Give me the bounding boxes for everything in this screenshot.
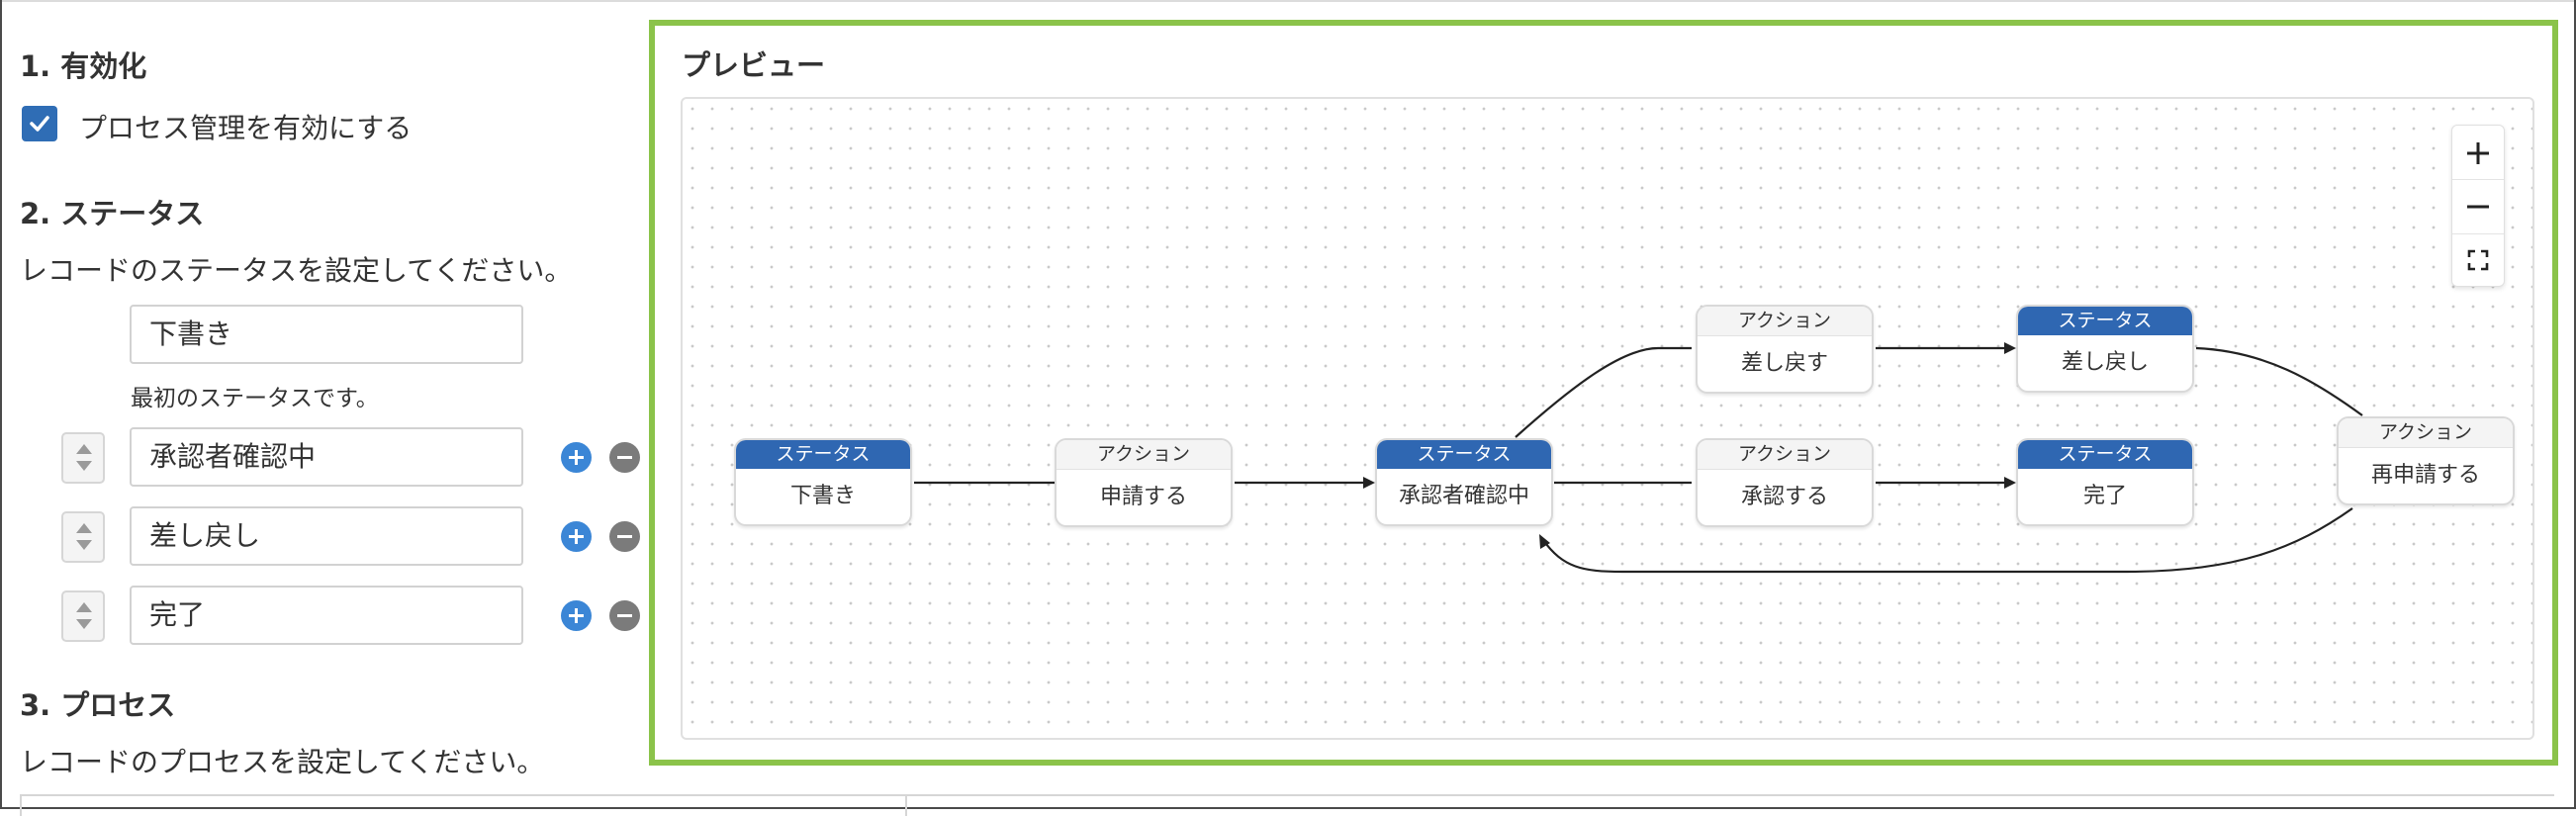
- remove-status-button[interactable]: [609, 521, 640, 552]
- section3-title: 3. プロセス: [20, 688, 176, 722]
- node-status-draft[interactable]: ステータス 下書き: [734, 438, 912, 526]
- arrowhead-icon: [1363, 477, 1375, 489]
- node-status-done[interactable]: ステータス 完了: [2016, 438, 2194, 526]
- process-table: [20, 794, 2554, 816]
- node-status-returned[interactable]: ステータス 差し戻し: [2016, 305, 2194, 393]
- checkmark-icon: [30, 116, 49, 132]
- node-label: 差し戻し: [2061, 350, 2149, 375]
- remove-status-button[interactable]: [609, 442, 640, 473]
- remove-status-button[interactable]: [609, 600, 640, 631]
- status-sort-handle[interactable]: [61, 432, 105, 484]
- status-input[interactable]: 完了: [130, 586, 523, 645]
- node-label: 再申請する: [2370, 463, 2480, 488]
- edge-reviewing-sendback: [1515, 346, 1692, 438]
- edge-reapply-reviewing: [1542, 507, 2353, 574]
- sort-down-icon: [76, 461, 92, 471]
- node-header: アクション: [1057, 440, 1231, 470]
- first-status-hint: 最初のステータスです。: [131, 386, 379, 411]
- enable-process-label[interactable]: プロセス管理を有効にする: [79, 112, 413, 144]
- section1-title: 1. 有効化: [20, 49, 147, 83]
- status-sort-handle[interactable]: [61, 590, 105, 642]
- status-sort-handle[interactable]: [61, 511, 105, 563]
- minus-icon: [2467, 205, 2489, 209]
- enable-process-checkbox[interactable]: [22, 106, 57, 141]
- arrowhead-icon: [1539, 534, 1550, 549]
- node-action-reapply[interactable]: アクション 再申請する: [2337, 416, 2515, 505]
- node-action-sendback[interactable]: アクション 差し戻す: [1696, 305, 1874, 394]
- zoom-controls: [2451, 125, 2505, 287]
- add-status-button[interactable]: [561, 600, 592, 631]
- node-action-apply[interactable]: アクション 申請する: [1055, 438, 1233, 527]
- node-label: 承認者確認中: [1398, 484, 1529, 508]
- preview-title: プレビュー: [682, 48, 826, 82]
- node-header: ステータス: [2018, 307, 2192, 335]
- section3-description: レコードのプロセスを設定してください。: [20, 746, 545, 778]
- section2-description: レコードのステータスを設定してください。: [20, 254, 573, 287]
- node-label: 完了: [2082, 484, 2127, 508]
- arrowhead-icon: [2004, 342, 2016, 354]
- sort-up-icon: [76, 523, 92, 533]
- section2-title: 2. ステータス: [20, 197, 205, 230]
- add-status-button[interactable]: [561, 521, 592, 552]
- preview-panel: [649, 20, 2558, 766]
- sort-up-icon: [76, 444, 92, 454]
- node-label: 申請する: [1099, 485, 1187, 509]
- sort-up-icon: [76, 602, 92, 612]
- sort-down-icon: [76, 540, 92, 550]
- node-label: 下書き: [789, 484, 856, 508]
- node-header: ステータス: [2018, 440, 2192, 469]
- node-header: ステータス: [1377, 440, 1551, 469]
- fit-view-button[interactable]: [2452, 234, 2504, 288]
- node-header: ステータス: [736, 440, 910, 469]
- zoom-out-button[interactable]: [2452, 180, 2504, 233]
- top-divider: [0, 0, 2576, 2]
- zoom-in-button[interactable]: [2452, 126, 2504, 179]
- first-status-input[interactable]: 下書き: [130, 305, 523, 364]
- sort-down-icon: [76, 619, 92, 629]
- status-input[interactable]: 承認者確認中: [130, 427, 523, 487]
- node-status-reviewing[interactable]: ステータス 承認者確認中: [1375, 438, 1553, 526]
- preview-canvas[interactable]: [681, 97, 2534, 740]
- node-action-approve[interactable]: アクション 承認する: [1696, 438, 1874, 527]
- node-label: 差し戻す: [1740, 351, 1828, 376]
- plus-icon: [2467, 142, 2489, 164]
- add-status-button[interactable]: [561, 442, 592, 473]
- status-input[interactable]: 差し戻し: [130, 506, 523, 566]
- arrowhead-icon: [2004, 477, 2016, 489]
- node-header: アクション: [1698, 440, 1872, 470]
- node-header: アクション: [1698, 307, 1872, 336]
- edge-returned-reapply: [2195, 346, 2363, 416]
- node-header: アクション: [2339, 418, 2513, 448]
- fit-screen-icon: [2467, 249, 2489, 271]
- node-label: 承認する: [1740, 485, 1828, 509]
